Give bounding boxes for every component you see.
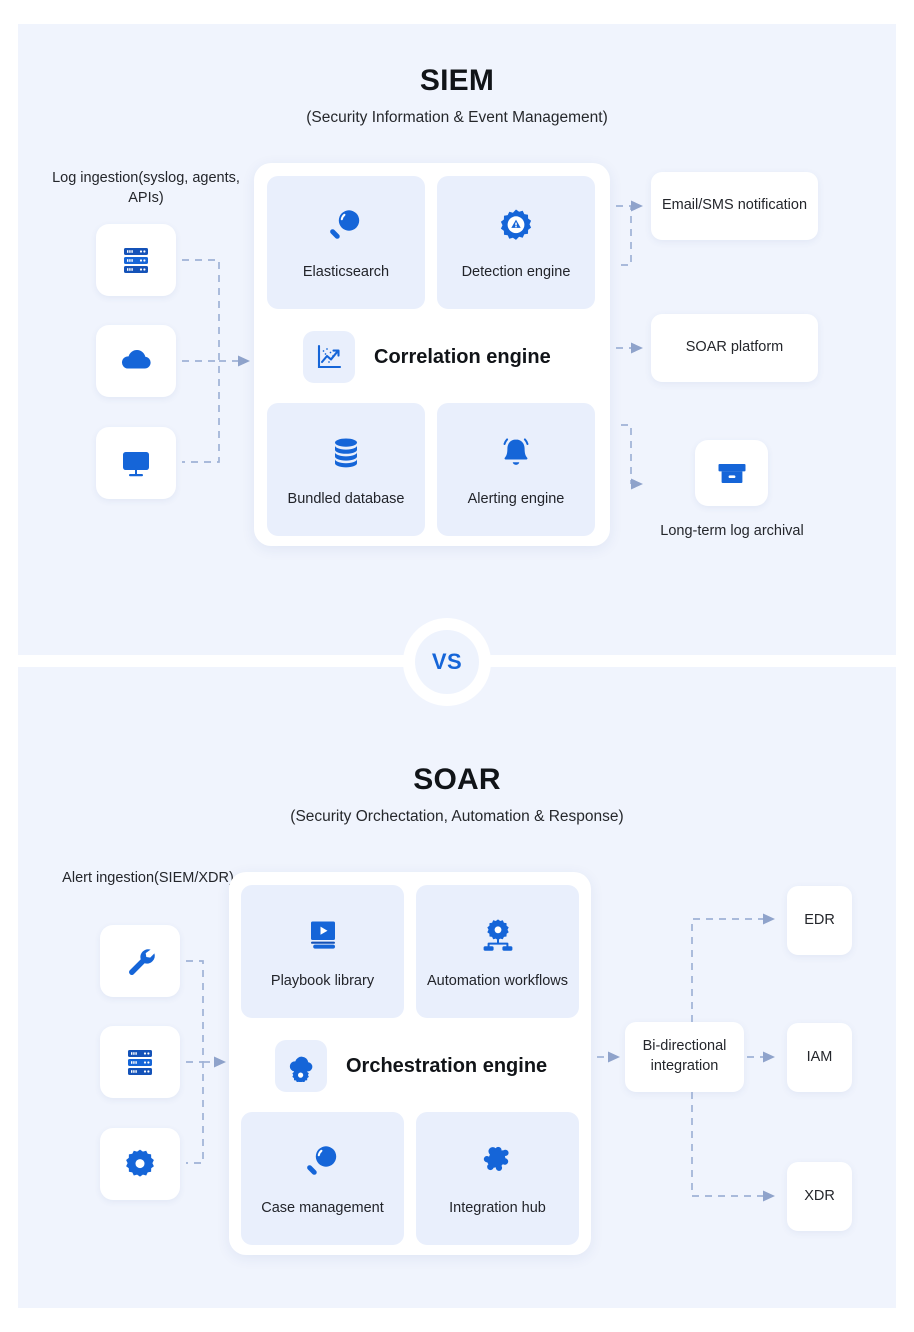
database-icon (335, 438, 357, 468)
hub-label: Bi-directional integration (642, 1038, 727, 1074)
siem-output-soar-platform[interactable]: SOAR platform (651, 314, 818, 382)
soar-card-case-management[interactable]: Case management (241, 1112, 404, 1245)
soar-card-automation-workflows[interactable]: Automation workflows (416, 885, 579, 1018)
siem-card-bundled-database[interactable]: Bundled database (267, 403, 425, 536)
soar-card-label: Playbook library (270, 972, 375, 989)
siem-engine-label: Correlation engine (374, 345, 551, 368)
bell-icon (503, 438, 529, 465)
siem-title-block: SIEM (Security Information & Event Manag… (18, 64, 896, 127)
out-box-label: SOAR platform (685, 339, 784, 356)
siem-title: SIEM (419, 64, 495, 97)
soar-card-playbook-library[interactable]: Playbook library (241, 885, 404, 1018)
soar-subtitle: (Security Orchectation, Automation & Res… (290, 808, 624, 825)
soar-input-caption: Alert ingestion(SIEM/XDR) (62, 870, 234, 886)
soar-input-tile-wrench[interactable] (100, 925, 180, 997)
out-box-label: XDR (804, 1187, 835, 1204)
siem-archive-label: Long-term log archival (660, 523, 804, 539)
siem-input-caption: Log ingestion(syslog, agents, APIs) (52, 170, 240, 206)
monitor-icon (123, 452, 149, 477)
engine-icon-chip (275, 1040, 327, 1092)
soar-output-xdr[interactable]: XDR (787, 1162, 852, 1231)
cloud-icon (121, 350, 151, 369)
gear-icon (126, 1149, 154, 1177)
siem-card-label: Elasticsearch (302, 263, 390, 280)
siem-subtitle: (Security Information & Event Management… (306, 109, 608, 126)
soar-card-label: Case management (261, 1199, 384, 1216)
out-box-label: IAM (806, 1048, 833, 1065)
soar-orchestration-engine-row[interactable]: Orchestration engine (275, 1040, 547, 1092)
soar-hub-box[interactable]: Bi-directional integration (625, 1022, 744, 1092)
soar-output-iam[interactable]: IAM (787, 1023, 852, 1092)
soar-card-integration-hub[interactable]: Integration hub (416, 1112, 579, 1245)
soar-input-tile-server[interactable] (100, 1026, 180, 1098)
siem-card-alerting-engine[interactable]: Alerting engine (437, 403, 595, 536)
siem-input-tile-cloud[interactable] (96, 325, 176, 397)
siem-output-email-sms[interactable]: Email/SMS notification (651, 172, 818, 240)
soar-input-tile-gear[interactable] (100, 1128, 180, 1200)
archive-box-icon (718, 464, 745, 483)
siem-card-label: Bundled database (287, 490, 405, 507)
siem-card-label: Detection engine (461, 263, 571, 280)
vs-label: VS (415, 630, 479, 694)
trend-chart-icon (317, 344, 342, 369)
siem-archive-tile[interactable] (695, 440, 768, 506)
siem-card-elasticsearch[interactable]: Elasticsearch (267, 176, 425, 309)
out-box-label: Email/SMS notification (661, 197, 808, 214)
wrench-icon (129, 949, 155, 975)
cloud-gear-icon (289, 1056, 313, 1082)
soar-output-edr[interactable]: EDR (787, 886, 852, 955)
soar-engine-label: Orchestration engine (346, 1054, 548, 1077)
out-box-label: EDR (804, 911, 835, 928)
siem-input-tile-server[interactable] (96, 224, 176, 296)
server-icon (124, 248, 148, 273)
siem-card-detection-engine[interactable]: Detection engine (437, 176, 595, 309)
soar-title: SOAR (413, 763, 501, 796)
siem-input-tile-monitor[interactable] (96, 427, 176, 499)
gear-alert-icon (500, 209, 532, 240)
siem-correlation-engine-row[interactable]: Correlation engine (303, 331, 551, 383)
soar-card-label: Integration hub (449, 1199, 546, 1216)
puzzle-icon (483, 1146, 509, 1171)
siem-card-label: Alerting engine (467, 490, 565, 507)
workflow-gear-icon (483, 919, 512, 951)
engine-icon-chip (303, 331, 355, 383)
vs-divider: VS (403, 618, 491, 706)
book-play-icon (310, 921, 335, 949)
server-icon (128, 1050, 152, 1075)
magnifier-icon (306, 1146, 336, 1175)
soar-card-label: Automation workflows (426, 972, 569, 989)
magnifier-icon (330, 210, 360, 239)
soar-title-block: SOAR (Security Orchectation, Automation … (18, 763, 896, 826)
